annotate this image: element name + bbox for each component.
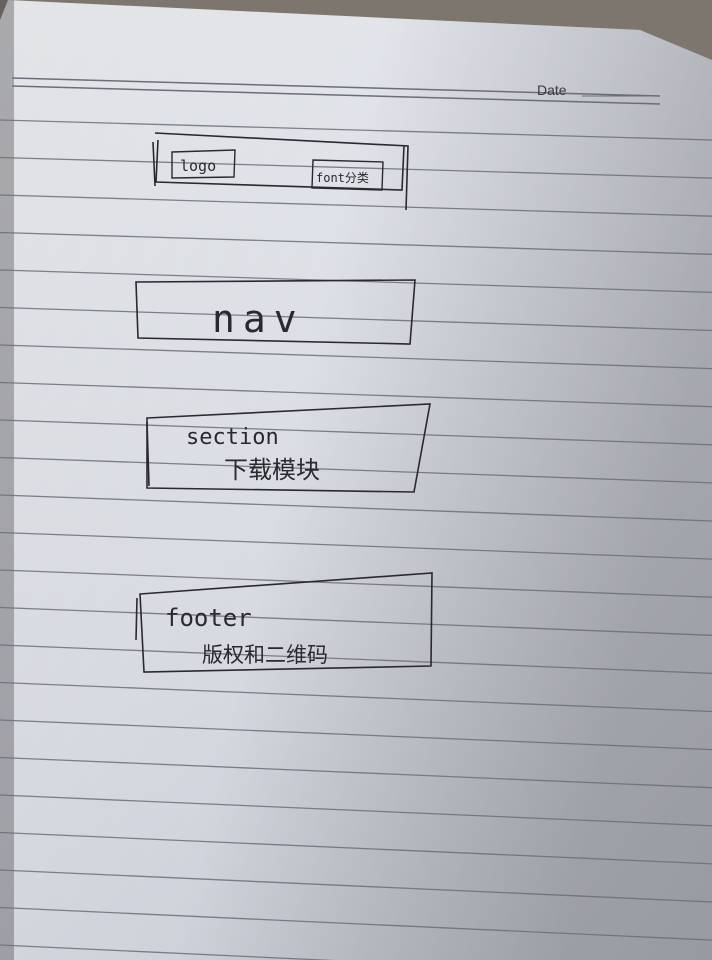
ruled-line (0, 531, 712, 560)
ruled-line (0, 119, 712, 141)
wireframe-logo-box (171, 149, 236, 179)
ruled-line (0, 719, 712, 751)
ruled-line (0, 944, 336, 960)
wireframe-section-box (146, 403, 431, 493)
logo-label: logo (180, 157, 216, 175)
ruled-line (0, 231, 712, 255)
footer-title: footer (165, 604, 252, 632)
wireframe-header-box (152, 132, 409, 211)
ruled-line (0, 569, 712, 598)
ruled-line (0, 344, 712, 370)
ruled-line (0, 419, 712, 446)
section-title: section (186, 425, 279, 450)
ruled-line (0, 831, 712, 865)
page-edge-shadow (0, 0, 14, 960)
ruled-line (0, 906, 712, 941)
ruled-line (0, 156, 712, 179)
ruled-line (0, 194, 712, 217)
wireframe-footer-box (135, 572, 433, 673)
ruled-line (0, 606, 712, 636)
wireframe-nav-box (135, 279, 416, 345)
ruled-line (0, 644, 712, 675)
ruled-line (0, 494, 712, 522)
ruled-line (0, 681, 712, 713)
header-rule (11, 77, 661, 105)
ruled-line (0, 381, 712, 408)
date-label: Date (537, 82, 567, 98)
footer-subtitle: 版权和二维码 (202, 643, 328, 667)
ruled-line (0, 456, 712, 484)
nav-label: nav (212, 297, 305, 341)
ruled-line (0, 306, 712, 332)
ruled-line (0, 794, 712, 827)
ruled-line (0, 869, 712, 903)
wireframe-right-box (311, 159, 384, 191)
section-subtitle: 下载模块 (224, 456, 320, 484)
right-box-label: font分类 (316, 171, 369, 185)
ruled-line (0, 756, 712, 789)
